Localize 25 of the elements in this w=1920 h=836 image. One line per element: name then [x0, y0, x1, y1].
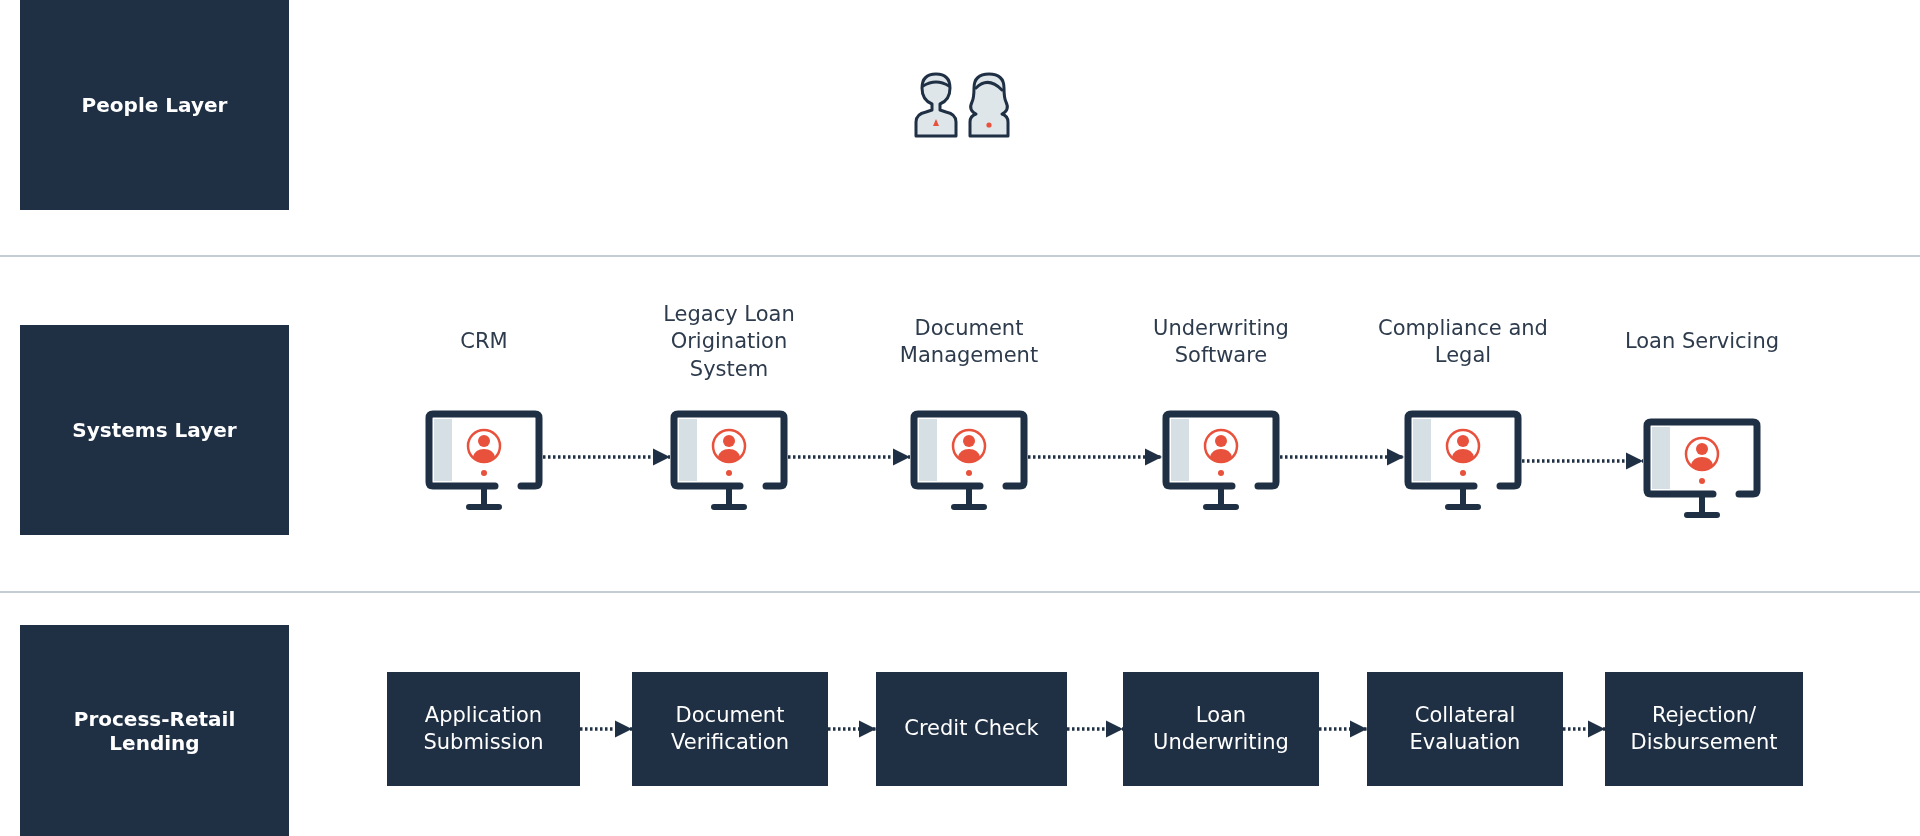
process-box: Application Submission [387, 672, 580, 786]
dotted-arrow [580, 720, 632, 738]
process-box: Credit Check [876, 672, 1067, 786]
layer-box: Process-Retail Lending [20, 625, 289, 836]
system-label: Document Management [898, 314, 1040, 369]
dotted-arrow [788, 448, 910, 466]
system-label: CRM [460, 328, 508, 356]
dotted-arrow [1563, 720, 1605, 738]
process-box: Loan Underwriting [1123, 672, 1319, 786]
dotted-arrow [1522, 452, 1643, 470]
system-label: Legacy Loan Origination System [662, 301, 796, 383]
system-label: Underwriting Software [1152, 314, 1290, 369]
dotted-arrow [1319, 720, 1367, 738]
dotted-arrow [1067, 720, 1123, 738]
layer-box: Systems Layer [20, 325, 289, 535]
dotted-arrow [828, 720, 876, 738]
process-box: Document Verification [632, 672, 828, 786]
layer-box: People Layer [20, 0, 289, 210]
process-box: Collateral Evaluation [1367, 672, 1563, 786]
dotted-arrow [1028, 448, 1162, 466]
system-label: Loan Servicing [1624, 328, 1780, 356]
process-box: Rejection/ Disbursement [1605, 672, 1803, 786]
dotted-arrow [543, 448, 670, 466]
system-label: Compliance and Legal [1377, 314, 1549, 369]
dotted-arrow [1280, 448, 1404, 466]
